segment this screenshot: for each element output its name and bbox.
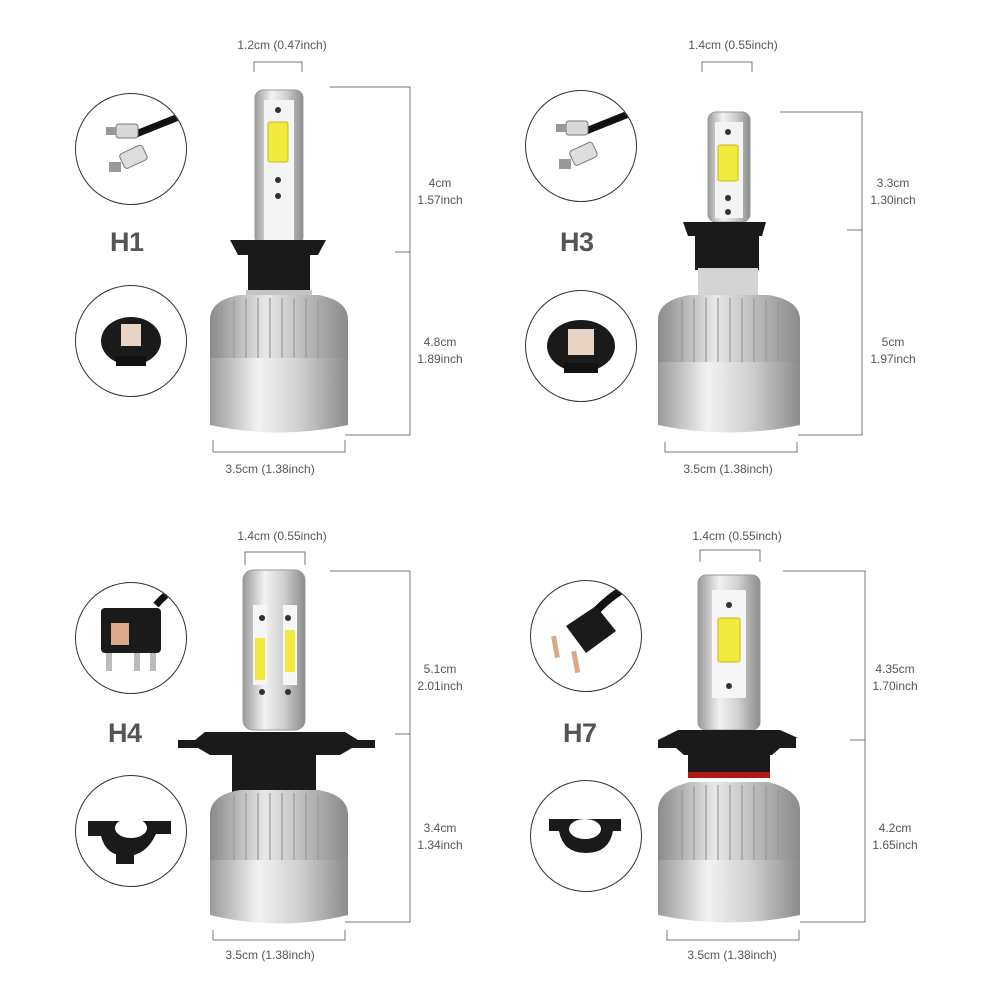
h7-bottom-width: 3.5cm (1.38inch) <box>687 948 777 962</box>
h1-top-width: 1.2cm (0.47inch) <box>237 38 327 52</box>
h7-base-photo <box>530 780 642 892</box>
h7-top-width: 1.4cm (0.55inch) <box>692 529 782 543</box>
h1-socket-icon <box>101 317 161 366</box>
h1-bottom-width: 3.5cm (1.38inch) <box>225 462 315 476</box>
h4-upper-height-cm: 5.1cm <box>423 662 457 676</box>
h1-upper-height: 4cm 1.57inch <box>405 175 475 209</box>
h3-bulb-drawing <box>658 61 863 453</box>
h7-plug-icon <box>551 582 633 674</box>
h1-connector-photo <box>75 93 187 205</box>
h4-top-width: 1.4cm (0.55inch) <box>237 529 327 543</box>
h7-bulb <box>658 574 800 923</box>
h4-model-label: H4 <box>108 718 142 748</box>
h3-upper-height: 3.3cm 1.30inch <box>858 175 928 209</box>
h3-lower-height: 5cm 1.97inch <box>858 334 928 368</box>
h7-model-label: H7 <box>563 718 597 748</box>
h3-lower-height-inch: 1.97inch <box>870 352 916 366</box>
h3-bulb <box>658 111 800 433</box>
h7-bulb-drawing <box>658 549 866 941</box>
h1-bulb <box>210 89 348 433</box>
h4-lower-height-cm: 3.4cm <box>423 821 457 835</box>
h1-model-label: H1 <box>110 227 144 257</box>
h4-bottom-width: 3.5cm (1.38inch) <box>225 948 315 962</box>
h4-connector-photo <box>75 582 187 694</box>
h7-lower-height: 4.2cm 1.65inch <box>860 820 930 854</box>
h3-base-photo <box>525 290 637 402</box>
h7-lower-height-cm: 4.2cm <box>878 821 912 835</box>
h7-socket-icon <box>549 819 621 853</box>
h1-upper-height-inch: 1.57inch <box>417 193 463 207</box>
h3-lower-height-cm: 5cm <box>881 335 905 349</box>
h4-upper-height-inch: 2.01inch <box>417 679 463 693</box>
h1-lower-height-inch: 1.89inch <box>417 352 463 366</box>
h4-lower-height-inch: 1.34inch <box>417 838 463 852</box>
h3-socket-icon <box>547 320 615 373</box>
h4-plug-icon <box>101 583 186 671</box>
h3-upper-height-cm: 3.3cm <box>876 176 910 190</box>
h7-upper-height-inch: 1.70inch <box>872 679 918 693</box>
h1-plug-icon <box>106 110 186 172</box>
h1-dimension-lines <box>212 61 411 453</box>
h4-dimension-lines <box>212 551 411 941</box>
h1-lower-height: 4.8cm 1.89inch <box>405 334 475 368</box>
h7-connector-photo <box>530 580 642 692</box>
h4-bulb-drawing <box>178 551 411 941</box>
h4-lower-height: 3.4cm 1.34inch <box>405 820 475 854</box>
h1-lower-height-cm: 4.8cm <box>423 335 457 349</box>
h3-bottom-width: 3.5cm (1.38inch) <box>683 462 773 476</box>
h4-base-photo <box>75 775 187 887</box>
panel-h4: H4 1.4cm (0.55inch) 5.1cm 2.01inch 3.4cm… <box>0 490 500 990</box>
h7-upper-height: 4.35cm 1.70inch <box>860 661 930 695</box>
h1-bulb-drawing <box>210 61 411 453</box>
panel-h1: H1 1.2cm (0.47inch) 4cm 1.57inch 4.8cm 1… <box>0 0 500 500</box>
panel-h7: H7 1.4cm (0.55inch) 4.35cm 1.70inch 4.2c… <box>450 490 950 990</box>
h4-bulb <box>178 569 375 924</box>
h3-connector-photo <box>525 90 637 202</box>
h7-dimension-lines <box>666 549 866 941</box>
h3-model-label: H3 <box>560 227 594 257</box>
h1-base-photo <box>75 285 187 397</box>
h7-upper-height-cm: 4.35cm <box>875 662 915 676</box>
h1-upper-height-cm: 4cm <box>428 176 452 190</box>
h7-lower-height-inch: 1.65inch <box>872 838 918 852</box>
h3-dimension-lines <box>664 61 863 453</box>
panel-h3: H3 1.4cm (0.55inch) 3.3cm 1.30inch 5cm 1… <box>450 0 950 500</box>
h4-socket-icon <box>88 818 171 864</box>
h3-plug-icon <box>556 107 636 169</box>
h3-top-width: 1.4cm (0.55inch) <box>688 38 778 52</box>
h3-upper-height-inch: 1.30inch <box>870 193 916 207</box>
h4-upper-height: 5.1cm 2.01inch <box>405 661 475 695</box>
